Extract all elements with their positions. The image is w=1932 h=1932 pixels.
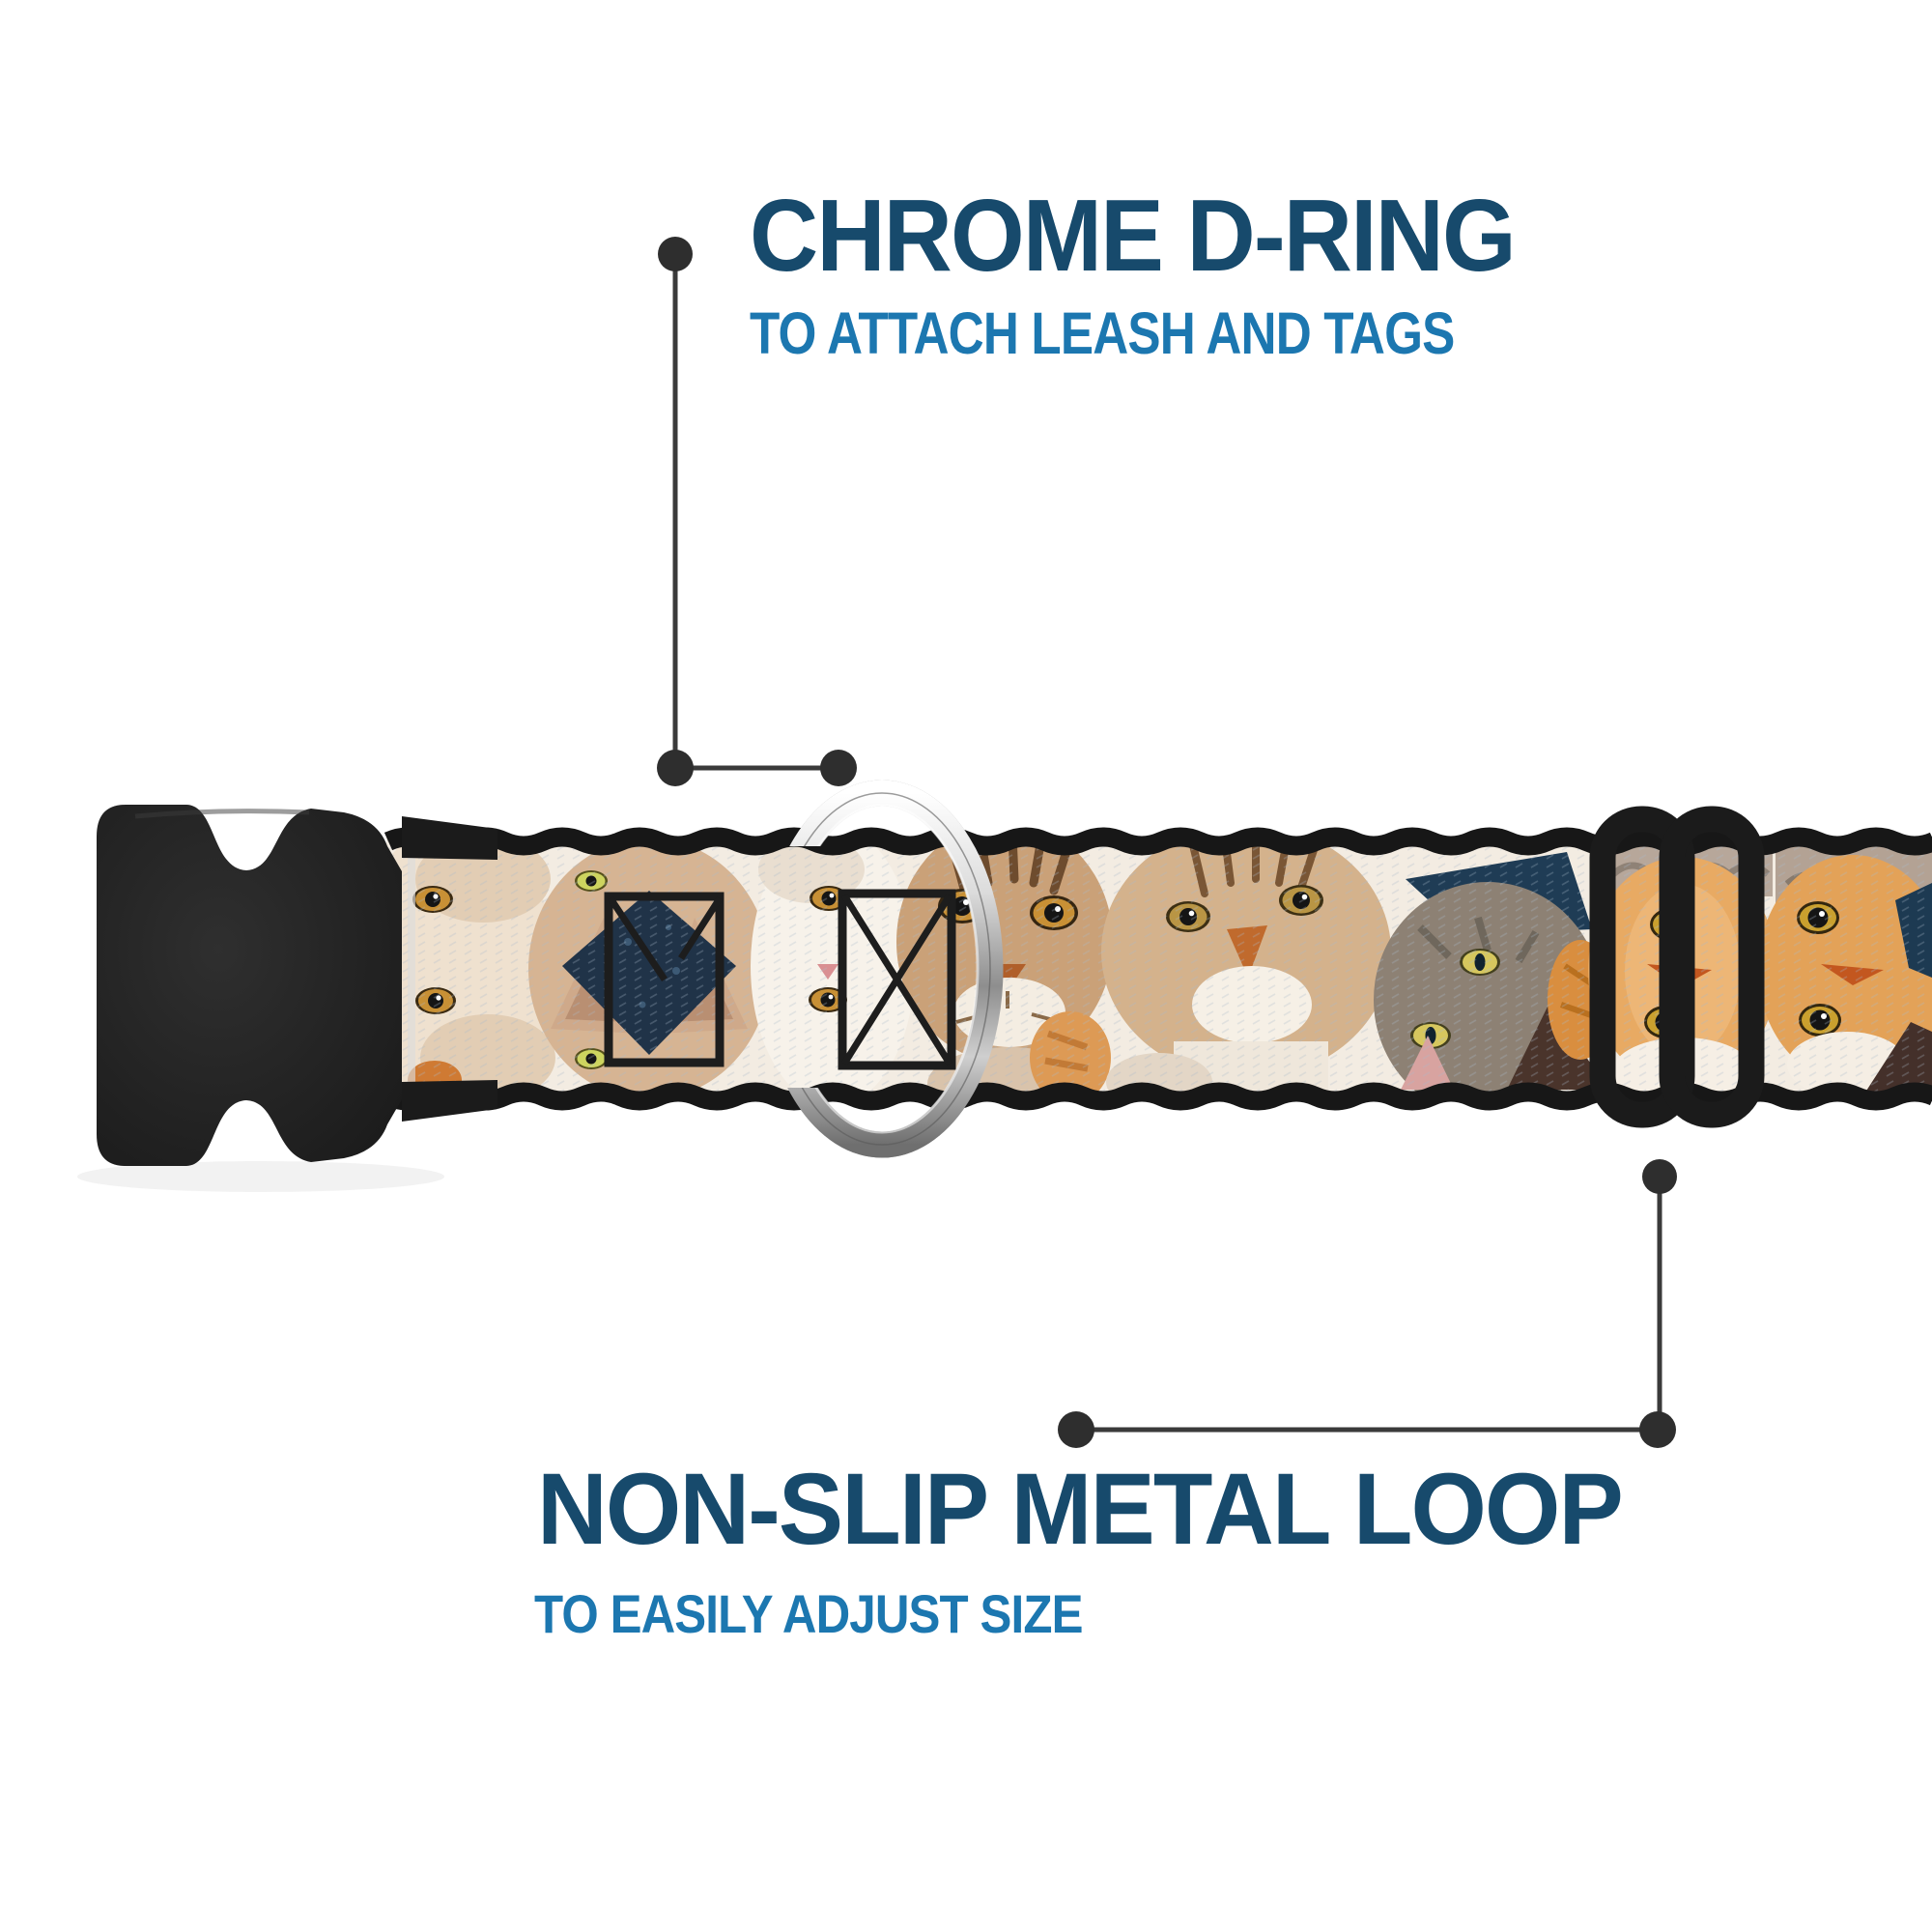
stitch-box: [604, 892, 724, 1067]
stitch-box-x: [838, 889, 956, 1070]
metal-loop-callout: [1058, 1159, 1677, 1448]
dring-title: CHROME D-RING: [750, 179, 1517, 293]
webbing-top-edge: [384, 827, 1932, 856]
dring-callout-dot-label: [658, 237, 693, 271]
dring-callout-dot-part: [820, 750, 857, 786]
non-slip-metal-loop: [1589, 806, 1765, 1128]
metal-loop-callout-dot-label: [1058, 1411, 1094, 1448]
metal-loop-callout-line: [1076, 1177, 1662, 1433]
metal-loop-subtitle: TO EASILY ADJUST SIZE: [534, 1583, 1083, 1644]
metal-loop-callout-dot-elbow: [1639, 1411, 1676, 1448]
dring-callout-dot-elbow: [657, 750, 694, 786]
buckle-shadow: [77, 1161, 444, 1192]
dring-callout: [657, 237, 857, 786]
metal-loop-callout-dot-part: [1642, 1159, 1677, 1194]
webbing-bottom-edge: [384, 1082, 1932, 1111]
side-release-buckle: [97, 805, 497, 1166]
metal-loop-title: NON-SLIP METAL LOOP: [537, 1453, 1624, 1566]
dring-subtitle: TO ATTACH LEASH AND TAGS: [750, 300, 1455, 366]
collar-webbing: [384, 827, 1932, 1111]
